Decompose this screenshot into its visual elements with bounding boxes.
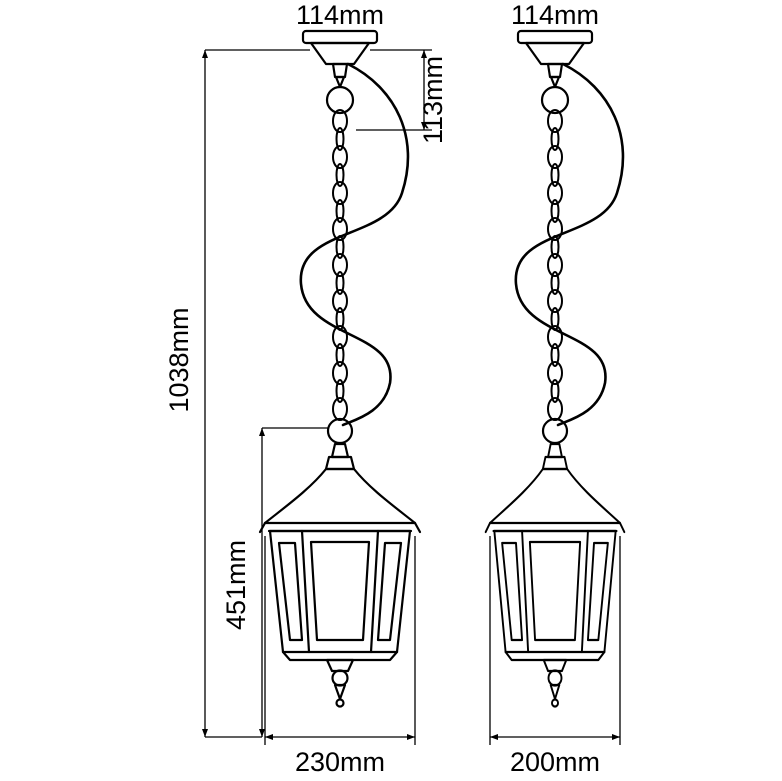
dim-width-left: 230mm (264, 536, 416, 777)
dim-label-width-left: 230mm (295, 747, 385, 777)
dim-label-canopy-width-left: 114mm (296, 0, 384, 30)
left-lamp (258, 31, 422, 708)
dim-label-hook-height: 113mm (418, 56, 448, 144)
dim-label-lantern-height: 451mm (221, 540, 251, 630)
right-lamp-lantern (484, 442, 626, 708)
left-lamp-lantern (258, 442, 422, 708)
dim-hook-height: 113mm (356, 49, 448, 144)
dim-overall-height: 1038mm (164, 49, 310, 738)
dim-width-right: 200mm (489, 536, 621, 777)
dim-lantern-height: 451mm (221, 427, 328, 737)
dim-label-canopy-width-right: 114mm (511, 0, 599, 30)
dim-label-overall-height: 1038mm (164, 307, 194, 412)
right-lamp (484, 31, 626, 708)
right-lamp-hanger (516, 31, 623, 443)
dim-label-width-right: 200mm (510, 747, 600, 777)
left-lamp-hanger (301, 31, 408, 443)
